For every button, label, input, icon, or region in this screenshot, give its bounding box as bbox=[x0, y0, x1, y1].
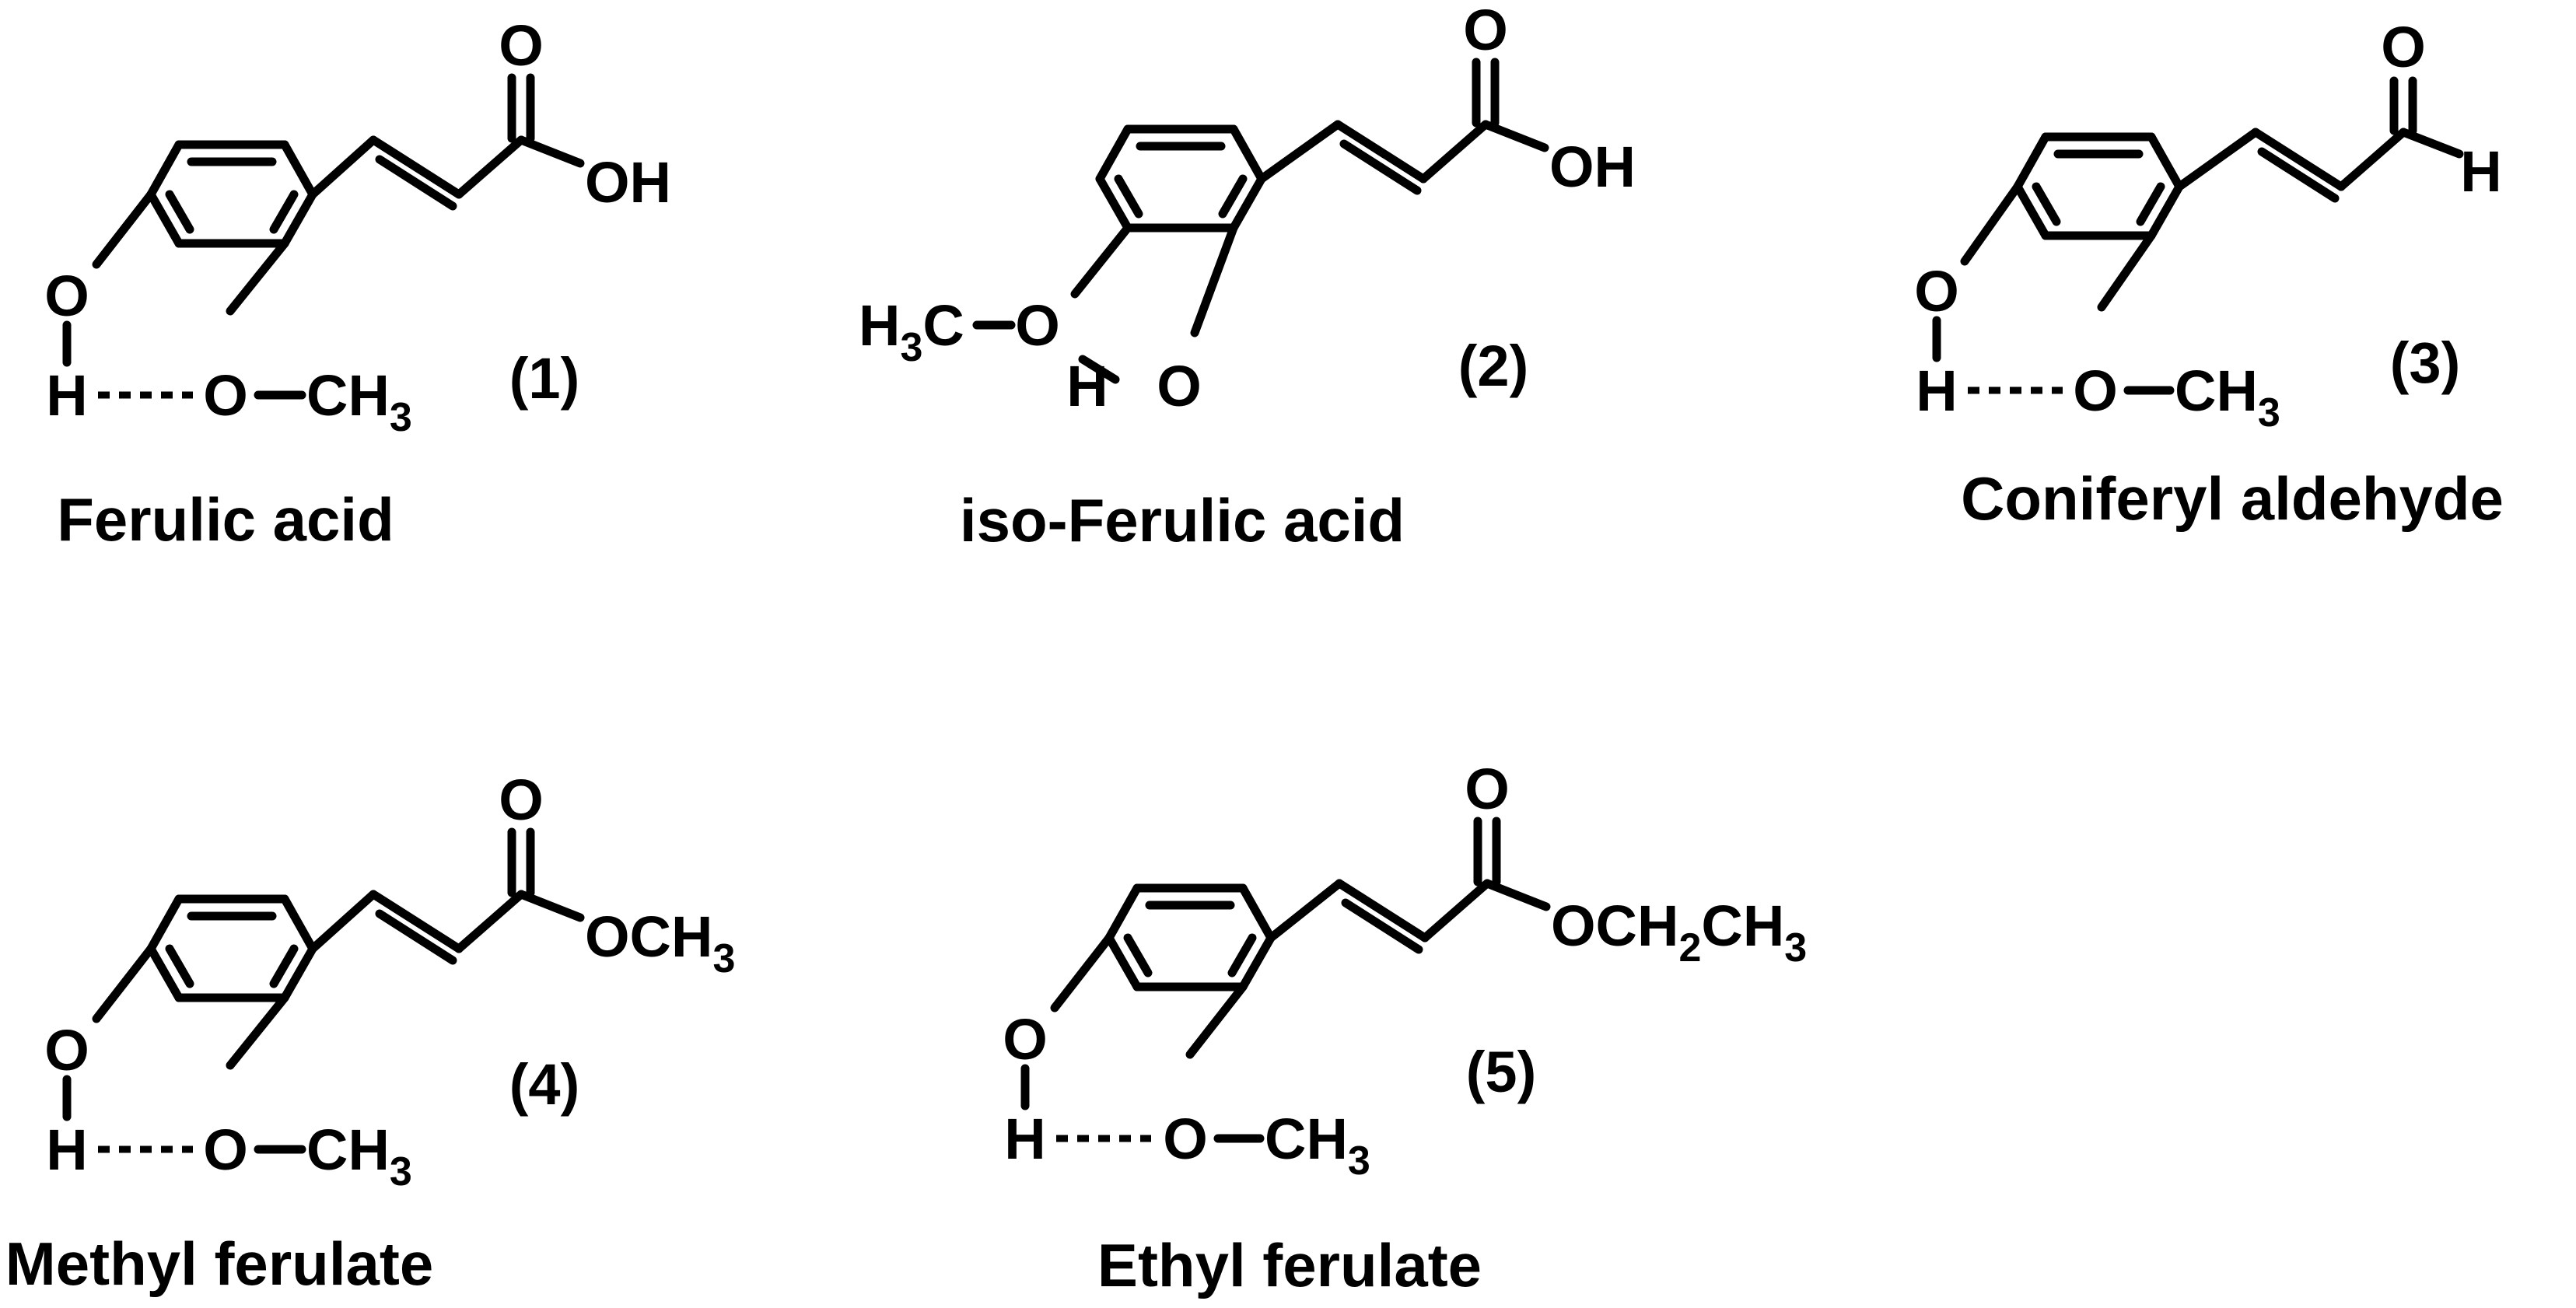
carbonyl-oxygen-label: O bbox=[1463, 0, 1508, 62]
compound-1-ferulic-acid: O OH O H O CH3 (1) Ferulic acid bbox=[44, 13, 671, 554]
methoxy-oxygen-label: O bbox=[203, 1117, 248, 1182]
phenol-hydrogen-label: H bbox=[1066, 354, 1108, 418]
methoxy-oxygen-label: O bbox=[1015, 293, 1060, 358]
ester-group-label: OCH2CH3 bbox=[1551, 894, 1807, 971]
compound-number: (1) bbox=[509, 346, 579, 411]
compound-number: (3) bbox=[2390, 330, 2460, 395]
compound-name: Methyl ferulate bbox=[5, 1229, 433, 1298]
carboxyl-oh-label: OH bbox=[585, 150, 671, 215]
phenol-oxygen-label: O bbox=[1157, 354, 1202, 418]
compound-name: Ethyl ferulate bbox=[1097, 1231, 1482, 1299]
methoxy-oxygen-label: O bbox=[1163, 1107, 1208, 1171]
compound-name: Ferulic acid bbox=[57, 485, 394, 554]
phenol-oxygen-label: O bbox=[44, 1018, 89, 1082]
compound-5-ethyl-ferulate: O OCH2CH3 O H O CH3 (5) Ethyl ferulate bbox=[1003, 757, 1807, 1299]
compound-4-methyl-ferulate: O OCH3 O H O CH3 (4) Methyl ferulate bbox=[5, 768, 736, 1298]
carbonyl-oxygen-label: O bbox=[499, 13, 544, 78]
carbonyl-oxygen-label: O bbox=[2381, 15, 2426, 79]
phenol-hydrogen-label: H bbox=[46, 363, 87, 428]
phenol-oxygen-label: O bbox=[1914, 259, 1959, 324]
methyl-label: CH3 bbox=[306, 1117, 412, 1194]
compound-name: iso-Ferulic acid bbox=[960, 486, 1405, 554]
compound-number: (5) bbox=[1466, 1040, 1536, 1104]
compound-number: (2) bbox=[1458, 334, 1528, 398]
phenol-hydrogen-label: H bbox=[1916, 358, 1957, 423]
aldehyde-hydrogen-label: H bbox=[2460, 139, 2501, 204]
compound-number: (4) bbox=[509, 1052, 579, 1117]
carboxyl-oh-label: OH bbox=[1549, 135, 1636, 199]
compound-2-bonds bbox=[972, 58, 1549, 384]
carbonyl-oxygen-label: O bbox=[499, 768, 544, 832]
compound-1-bonds bbox=[62, 73, 585, 400]
methyl-label: CH3 bbox=[1265, 1107, 1370, 1184]
phenol-oxygen-label: O bbox=[1003, 1007, 1048, 1072]
phenol-hydrogen-label: H bbox=[1004, 1107, 1045, 1171]
phenol-oxygen-label: O bbox=[44, 264, 89, 328]
compound-4-bonds bbox=[62, 827, 585, 1154]
compound-5-bonds bbox=[1020, 817, 1551, 1143]
methoxy-oxygen-label: O bbox=[2073, 358, 2118, 423]
compound-2-iso-ferulic-acid: O OH H3C O H O (2) iso-Ferulic acid bbox=[859, 0, 1636, 554]
methyl-label: CH3 bbox=[306, 363, 412, 440]
methyl-label: H3C bbox=[859, 293, 964, 370]
carbonyl-oxygen-label: O bbox=[1465, 757, 1510, 821]
ester-group-label: OCH3 bbox=[585, 904, 735, 981]
methyl-label: CH3 bbox=[2175, 358, 2280, 435]
compound-3-bonds bbox=[1932, 76, 2464, 395]
methoxy-oxygen-label: O bbox=[203, 363, 248, 428]
compound-name: Coniferyl aldehyde bbox=[1961, 464, 2504, 533]
phenol-hydrogen-label: H bbox=[46, 1117, 87, 1182]
compound-3-coniferyl-aldehyde: O H O H O CH3 (3) Coniferyl aldehyde bbox=[1914, 15, 2504, 533]
